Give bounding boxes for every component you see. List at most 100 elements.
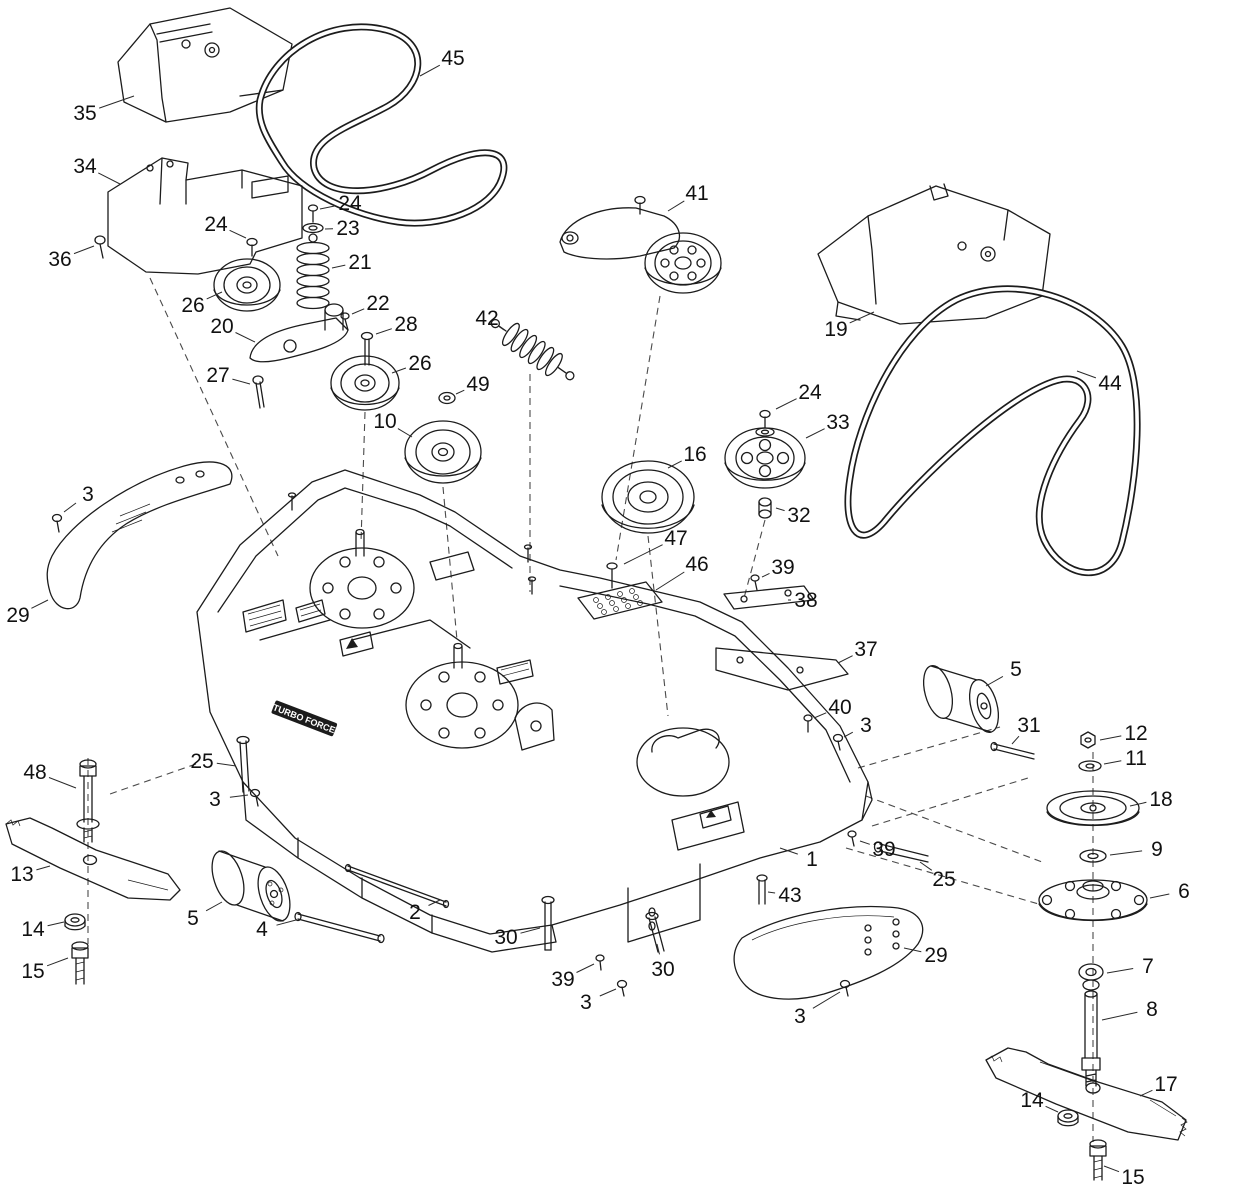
callout-24-8: 24 bbox=[338, 192, 362, 215]
leader-line-36-3 bbox=[73, 245, 95, 255]
callout-44-19: 44 bbox=[1098, 372, 1122, 395]
leader-line-27-7 bbox=[232, 378, 251, 385]
callout-19-18: 19 bbox=[824, 318, 847, 341]
callout-41-17: 41 bbox=[685, 182, 708, 205]
leader-line-3-42 bbox=[229, 794, 249, 798]
washer-14-left bbox=[64, 913, 86, 931]
bolt-15-right bbox=[1089, 1139, 1107, 1181]
callout-27-7: 27 bbox=[206, 364, 229, 387]
washer-11 bbox=[1078, 760, 1102, 772]
leader-line-15-63 bbox=[1103, 1165, 1120, 1173]
spindle-column-right bbox=[1038, 731, 1148, 1087]
callout-14-62: 14 bbox=[1020, 1089, 1044, 1112]
leader-line-3-51 bbox=[599, 988, 617, 997]
vent-tray-46 bbox=[577, 574, 760, 620]
leader-line-40-32 bbox=[813, 712, 827, 719]
callout-12-35: 12 bbox=[1124, 722, 1147, 745]
callout-7-59: 7 bbox=[1142, 955, 1154, 978]
bolt-28 bbox=[360, 331, 374, 366]
rod-2 bbox=[344, 863, 450, 909]
callout-34-2: 34 bbox=[73, 155, 97, 178]
belt-45 bbox=[255, 23, 508, 227]
spring-42 bbox=[490, 318, 575, 381]
leader-line-22-11 bbox=[351, 308, 365, 315]
leader-line-3-58 bbox=[812, 991, 841, 1009]
idler-arm-20 bbox=[249, 303, 349, 363]
blade-right-17 bbox=[985, 1047, 1188, 1181]
callout-39-55: 39 bbox=[872, 838, 895, 861]
washer-14-right bbox=[1057, 1109, 1079, 1127]
leader-line-24-8 bbox=[319, 205, 336, 210]
callout-24-20: 24 bbox=[798, 381, 822, 404]
bolt-41-top bbox=[634, 195, 646, 215]
leader-line-14-62 bbox=[1045, 1105, 1059, 1113]
leader-line-24-4 bbox=[229, 229, 247, 239]
bolt-25-left bbox=[236, 735, 250, 793]
deck-brand-label: TURBO FORCE bbox=[272, 702, 337, 735]
leader-line-39-26 bbox=[761, 572, 770, 578]
callout-49-15: 49 bbox=[466, 373, 489, 396]
bolt-15-left bbox=[71, 941, 89, 985]
callout-4-47: 4 bbox=[256, 918, 268, 941]
bolt-47 bbox=[606, 562, 618, 589]
leader-line-48-41 bbox=[48, 777, 77, 789]
callout-22-11: 22 bbox=[366, 292, 389, 315]
callout-8-60: 8 bbox=[1146, 998, 1158, 1021]
callout-25-40: 25 bbox=[190, 750, 213, 773]
leader-line-21-10 bbox=[331, 264, 346, 269]
callout-35-0: 35 bbox=[73, 102, 96, 125]
leader-line-11-36 bbox=[1103, 760, 1122, 765]
leader-line-16-22 bbox=[667, 460, 682, 469]
spindle-housing-6 bbox=[1038, 879, 1148, 922]
leader-line-20-6 bbox=[235, 332, 256, 343]
leader-line-33-21 bbox=[805, 428, 825, 439]
belt-cover-left bbox=[117, 7, 293, 123]
callout-29-30: 29 bbox=[6, 604, 29, 627]
leader-line-25-40 bbox=[216, 762, 237, 767]
blade-13 bbox=[5, 817, 181, 901]
leader-line-44-19 bbox=[1076, 370, 1097, 379]
bumper-rear-29 bbox=[733, 905, 924, 1000]
leader-line-10-16 bbox=[397, 428, 413, 438]
callout-26-13: 26 bbox=[408, 352, 431, 375]
roller-right-5 bbox=[803, 665, 1035, 760]
leader-line-24-20 bbox=[775, 398, 797, 410]
screw-36 bbox=[94, 235, 106, 259]
callout-25-56: 25 bbox=[932, 868, 955, 891]
bolt-43 bbox=[756, 874, 768, 905]
callout-3-42: 3 bbox=[209, 788, 221, 811]
idler-stack-left bbox=[213, 204, 482, 484]
screw-39-c bbox=[847, 830, 857, 847]
callout-26-5: 26 bbox=[181, 294, 204, 317]
pulley-10 bbox=[404, 420, 482, 484]
leader-line-35-0 bbox=[99, 95, 135, 109]
leader-line-28-12 bbox=[375, 328, 392, 335]
callout-1-53: 1 bbox=[806, 848, 818, 871]
screw-3-c bbox=[249, 788, 261, 807]
callout-24-4: 24 bbox=[204, 213, 228, 236]
callout-18-37: 18 bbox=[1149, 788, 1172, 811]
bumper-left-29 bbox=[46, 461, 233, 610]
callout-3-29: 3 bbox=[82, 483, 94, 506]
leader-line-3-33 bbox=[843, 731, 854, 738]
leader-line-39-55 bbox=[859, 840, 870, 845]
callout-32-23: 32 bbox=[787, 504, 810, 527]
bolt-30-left bbox=[541, 895, 555, 951]
callout-36-3: 36 bbox=[48, 248, 71, 271]
washer-9 bbox=[1079, 849, 1107, 863]
callout-37-28: 37 bbox=[854, 638, 877, 661]
leader-line-4-47 bbox=[276, 919, 297, 926]
support-bracket-34 bbox=[94, 157, 303, 275]
deck-opening-right bbox=[636, 727, 730, 797]
callout-33-21: 33 bbox=[826, 411, 849, 434]
pulley-33-stack bbox=[724, 409, 806, 519]
washer-23 bbox=[302, 222, 324, 234]
callout-3-51: 3 bbox=[580, 991, 592, 1014]
shaft-48 bbox=[76, 759, 100, 843]
leader-line-13-43 bbox=[36, 865, 51, 871]
callout-3-33: 3 bbox=[860, 714, 872, 737]
leader-line-29-57 bbox=[903, 947, 922, 953]
bolt-24-c bbox=[759, 409, 771, 429]
